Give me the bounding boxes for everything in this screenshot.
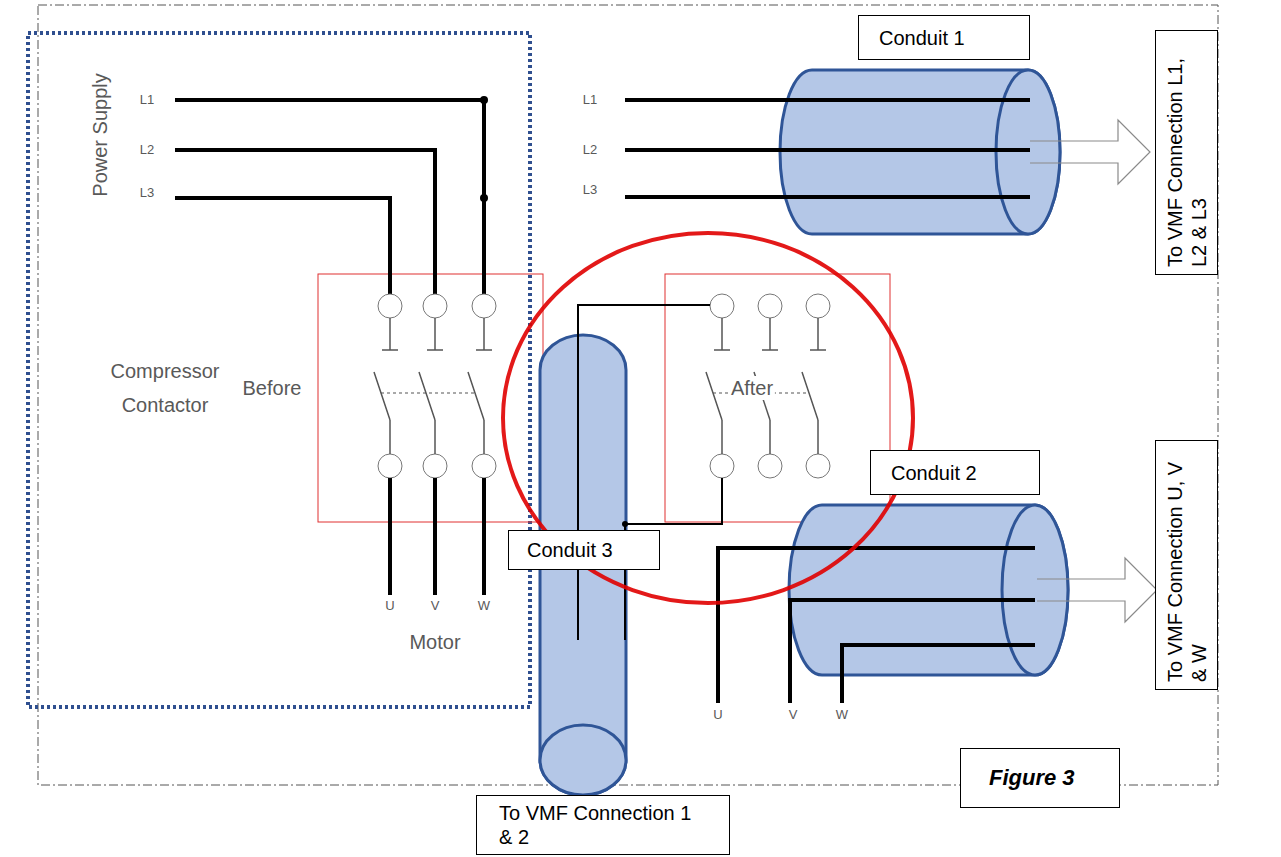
switch-blade bbox=[419, 372, 435, 420]
switch-blade bbox=[802, 372, 818, 420]
conduit-end bbox=[540, 725, 626, 795]
terminal-label: U bbox=[385, 598, 394, 614]
destination-box: To VMF Connection L1, L2 & L3 bbox=[1155, 30, 1218, 275]
label-box: Conduit 2 bbox=[870, 450, 1040, 495]
fixed-contact bbox=[769, 318, 771, 350]
fixed-contact bbox=[721, 318, 723, 350]
box-text: Figure 3 bbox=[989, 765, 1075, 791]
terminal-label: L1 bbox=[140, 92, 154, 108]
terminal-label: L3 bbox=[583, 182, 597, 198]
fixed-contact bbox=[714, 349, 730, 351]
part-label: Compressor Contactor bbox=[103, 354, 228, 422]
switch-blade bbox=[721, 420, 723, 454]
wire bbox=[175, 150, 435, 294]
wire bbox=[433, 478, 437, 595]
terminal-label: L2 bbox=[140, 142, 154, 158]
part-label: Motor bbox=[409, 630, 460, 654]
terminal-label: V bbox=[431, 598, 440, 614]
contact-terminal bbox=[472, 294, 496, 318]
terminal-label: L3 bbox=[140, 185, 154, 201]
fixed-contact bbox=[389, 318, 391, 350]
terminal-label: W bbox=[478, 598, 490, 614]
wire bbox=[718, 548, 1035, 703]
contact-terminal bbox=[378, 454, 402, 478]
destination-box: To VMF Connection U, V & W bbox=[1155, 440, 1218, 690]
fixed-contact bbox=[810, 349, 826, 351]
switch-blade bbox=[468, 372, 484, 420]
mechanical-link bbox=[381, 392, 475, 393]
contactor-box bbox=[665, 274, 890, 522]
switch-blade bbox=[389, 420, 391, 454]
contact-terminal bbox=[423, 294, 447, 318]
box-text: Conduit 2 bbox=[891, 461, 977, 485]
fixed-contact bbox=[476, 349, 492, 351]
conduit-end bbox=[1002, 505, 1068, 675]
wire bbox=[175, 100, 484, 294]
fixed-contact bbox=[382, 349, 398, 351]
supply-label: Power Supply bbox=[88, 73, 112, 196]
before-region bbox=[28, 33, 530, 707]
flow-arrow bbox=[1037, 558, 1157, 622]
box-text: To VMF Connection 1 & 2 bbox=[499, 801, 699, 849]
wire bbox=[842, 645, 1035, 703]
contactor-box bbox=[318, 274, 543, 522]
flow-arrow bbox=[1030, 120, 1150, 184]
fixed-contact bbox=[434, 318, 436, 350]
label-box: To VMF Connection 1 & 2 bbox=[476, 795, 730, 855]
wire bbox=[578, 305, 710, 640]
fixed-contact bbox=[762, 349, 778, 351]
junction-dot bbox=[622, 521, 628, 527]
wire bbox=[625, 98, 1030, 102]
wire bbox=[388, 478, 392, 595]
switch-blade bbox=[706, 372, 722, 420]
contact-terminal bbox=[806, 454, 830, 478]
terminal-label: L2 bbox=[583, 142, 597, 158]
conduit-2 bbox=[789, 505, 1068, 675]
fixed-contact bbox=[817, 318, 819, 350]
contact-terminal bbox=[806, 294, 830, 318]
contact-terminal bbox=[472, 454, 496, 478]
contact-terminal bbox=[423, 454, 447, 478]
contact-terminal bbox=[758, 294, 782, 318]
outer-frame bbox=[38, 5, 1218, 785]
contact-terminal bbox=[710, 294, 734, 318]
terminal-label: U bbox=[713, 707, 722, 723]
part-label: After bbox=[729, 376, 775, 400]
junction-dot bbox=[480, 194, 488, 202]
highlight-circle bbox=[503, 233, 913, 603]
box-text: To VMF Connection U, V & W bbox=[1163, 448, 1211, 682]
switch-blade bbox=[483, 420, 485, 454]
box-text: Conduit 1 bbox=[879, 26, 965, 50]
wire bbox=[482, 478, 486, 595]
box-text: To VMF Connection L1, L2 & L3 bbox=[1163, 38, 1211, 267]
fixed-contact bbox=[483, 318, 485, 350]
contact-terminal bbox=[710, 454, 734, 478]
label-box: Conduit 1 bbox=[858, 15, 1030, 60]
figure-label-box: Figure 3 bbox=[960, 748, 1120, 808]
wire bbox=[175, 198, 390, 294]
wire bbox=[625, 148, 1030, 152]
terminal-label: V bbox=[789, 707, 798, 723]
label-box: Conduit 3 bbox=[508, 530, 660, 570]
terminal-label: L1 bbox=[583, 92, 597, 108]
switch-blade bbox=[817, 420, 819, 454]
contact-terminal bbox=[378, 294, 402, 318]
switch-blade bbox=[374, 372, 390, 420]
wire bbox=[625, 195, 1030, 199]
terminal-label: W bbox=[836, 707, 848, 723]
contact-terminal bbox=[758, 454, 782, 478]
switch-blade bbox=[769, 420, 771, 454]
box-text: Conduit 3 bbox=[527, 538, 613, 562]
switch-blade bbox=[434, 420, 436, 454]
junction-dot bbox=[480, 96, 488, 104]
part-label: Before bbox=[243, 376, 302, 400]
fixed-contact bbox=[427, 349, 443, 351]
wire bbox=[790, 600, 1035, 703]
